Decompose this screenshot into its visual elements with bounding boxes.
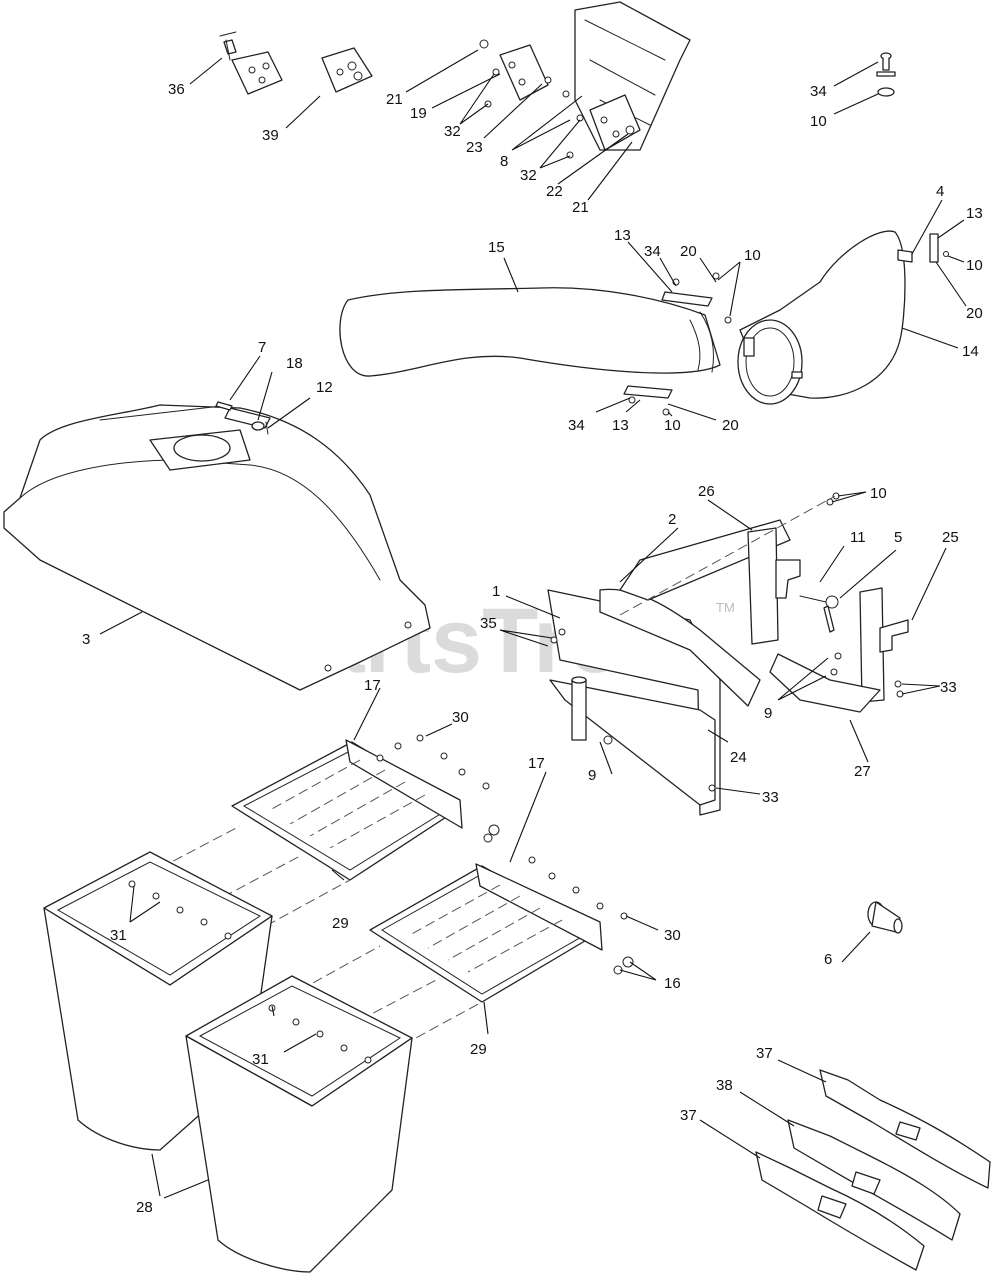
callout-2: 2 bbox=[668, 511, 676, 528]
callout-30-lower: 30 bbox=[664, 927, 681, 944]
callout-32-lower: 32 bbox=[520, 167, 537, 184]
bag-frame-upper bbox=[231, 739, 463, 881]
callout-30-upper: 30 bbox=[452, 709, 469, 726]
grass-bag-right bbox=[185, 975, 413, 1273]
callout-27: 27 bbox=[854, 763, 871, 780]
mount-bracket-assembly bbox=[479, 1, 691, 159]
callout-13-lower: 13 bbox=[612, 417, 629, 434]
callout-10-upper: 10 bbox=[744, 247, 761, 264]
callout-3: 3 bbox=[82, 631, 90, 648]
callout-26: 26 bbox=[698, 483, 715, 500]
callout-20-upper: 20 bbox=[680, 243, 697, 260]
bag-frame-hardware bbox=[376, 734, 634, 975]
leader-lines bbox=[99, 49, 967, 1199]
callout-10-frame: 10 bbox=[870, 485, 887, 502]
callout-14: 14 bbox=[962, 343, 979, 360]
callout-37-upper: 37 bbox=[756, 1045, 773, 1062]
discharge-tube bbox=[339, 287, 721, 399]
callout-34-upper: 34 bbox=[644, 243, 661, 260]
callout-23: 23 bbox=[466, 139, 483, 156]
callout-15: 15 bbox=[488, 239, 505, 256]
callout-10-right: 10 bbox=[966, 257, 983, 274]
mower-blade-37-lower bbox=[755, 1151, 925, 1271]
callout-8: 8 bbox=[500, 153, 508, 170]
callout-17-upper: 17 bbox=[364, 677, 381, 694]
callout-6: 6 bbox=[824, 951, 832, 968]
mower-blade-37-upper bbox=[819, 1069, 991, 1189]
callout-21: 21 bbox=[386, 91, 403, 108]
callout-33-right: 33 bbox=[940, 679, 957, 696]
callout-12: 12 bbox=[316, 379, 333, 396]
callout-33: 33 bbox=[762, 789, 779, 806]
callout-37-lower: 37 bbox=[680, 1107, 697, 1124]
callout-18: 18 bbox=[286, 355, 303, 372]
mower-blade-38 bbox=[787, 1119, 961, 1241]
callout-29-upper: 29 bbox=[332, 915, 349, 932]
mount-plate-39 bbox=[321, 47, 373, 93]
callout-35: 35 bbox=[480, 615, 497, 632]
bagger-frame bbox=[547, 492, 909, 816]
callout-32: 32 bbox=[444, 123, 461, 140]
callout-21-lower: 21 bbox=[572, 199, 589, 216]
pin-34-top bbox=[876, 52, 896, 97]
watermark-trademark: TM bbox=[716, 600, 735, 615]
callout-29-lower: 29 bbox=[470, 1041, 487, 1058]
callout-28: 28 bbox=[136, 1199, 153, 1216]
callout-34-lower: 34 bbox=[568, 417, 585, 434]
callout-38: 38 bbox=[716, 1077, 733, 1094]
bag-frame-lower bbox=[369, 863, 603, 1003]
callout-34-top: 34 bbox=[810, 83, 827, 100]
callout-13-upper: 13 bbox=[614, 227, 631, 244]
callouts: 36 39 21 19 32 23 8 32 22 21 34 10 4 13 … bbox=[82, 81, 983, 1216]
callout-31-right: 31 bbox=[252, 1051, 269, 1068]
callout-4: 4 bbox=[936, 183, 944, 200]
callout-7: 7 bbox=[258, 339, 266, 356]
callout-36: 36 bbox=[168, 81, 185, 98]
hood-hardware-7-18-12 bbox=[215, 401, 269, 435]
mount-plate-36 bbox=[219, 31, 283, 95]
callout-39: 39 bbox=[262, 127, 279, 144]
callout-16: 16 bbox=[664, 975, 681, 992]
callout-20-right: 20 bbox=[966, 305, 983, 322]
callout-22: 22 bbox=[546, 183, 563, 200]
callout-11: 11 bbox=[850, 529, 866, 546]
callout-9-frame: 9 bbox=[764, 705, 772, 722]
callout-1: 1 bbox=[492, 583, 500, 600]
callout-31-left: 31 bbox=[110, 927, 127, 944]
callout-20-lower: 20 bbox=[722, 417, 739, 434]
callout-10-top: 10 bbox=[810, 113, 827, 130]
callout-9: 9 bbox=[588, 767, 596, 784]
frame-alignment-line bbox=[619, 495, 836, 616]
callout-13-right: 13 bbox=[966, 205, 983, 222]
chute-elbow bbox=[737, 230, 913, 405]
bagger-hood bbox=[3, 404, 431, 691]
callout-19: 19 bbox=[410, 105, 427, 122]
callout-25: 25 bbox=[942, 529, 959, 546]
callout-17-lower: 17 bbox=[528, 755, 545, 772]
callout-24: 24 bbox=[730, 749, 747, 766]
callout-5: 5 bbox=[894, 529, 902, 546]
clevis-pin bbox=[867, 901, 903, 934]
callout-10-lower: 10 bbox=[664, 417, 681, 434]
